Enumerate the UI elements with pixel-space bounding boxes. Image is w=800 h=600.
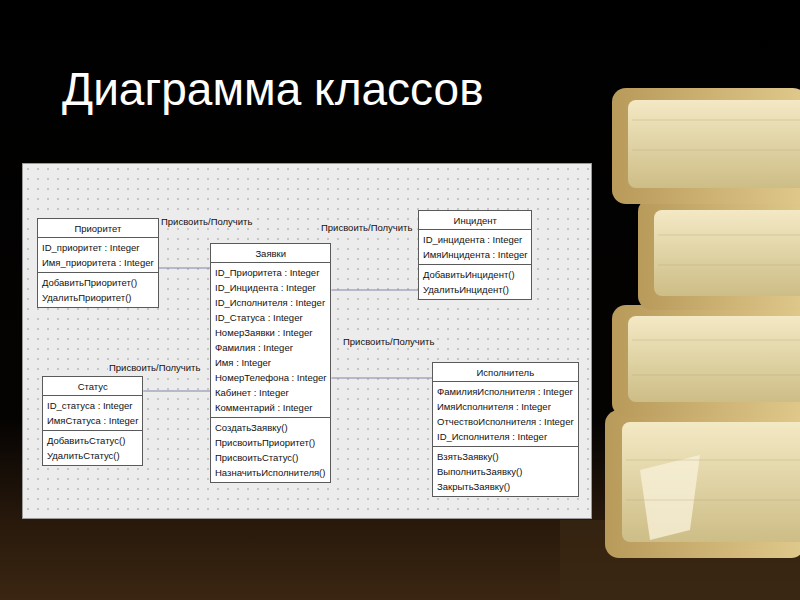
class-box: СтатусID_статуса : IntegerИмяСтатуса : I… [42, 376, 143, 466]
class-member: УдалитьПриоритет() [42, 290, 154, 305]
class-member: ID_приоритет : Integer [42, 240, 154, 255]
class-member: ИмяИсполнителя : Integer [437, 399, 574, 414]
slide-title: Диаграмма классов [62, 62, 484, 116]
class-member: Кабинет : Integer [215, 385, 326, 400]
class-member: ВзятьЗаявку() [437, 449, 574, 464]
class-compartment: ID_Приоритета : IntegerID_Инцидента : In… [211, 262, 330, 417]
class-member: ИмяСтатуса : Integer [47, 413, 138, 428]
class-member: Комментарий : Integer [215, 400, 326, 415]
class-compartment: ФамилияИсполнителя : IntegerИмяИсполните… [433, 381, 578, 446]
class-compartment: СоздатьЗаявку()ПрисвоитьПриоритет()Присв… [211, 417, 330, 482]
class-member: НомерТелефона : Integer [215, 370, 326, 385]
class-member: ID_статуса : Integer [47, 398, 138, 413]
class-member: ID_Исполнителя : Integer [215, 295, 326, 310]
class-compartment: ID_приоритет : IntegerИмя_приоритета : I… [38, 237, 158, 272]
class-header: Исполнитель [433, 363, 578, 381]
class-member: Фамилия : Integer [215, 340, 326, 355]
class-box: ИнцидентID_инцидента : IntegerИмяИнциден… [418, 210, 532, 300]
class-member: УдалитьСтатус() [47, 448, 138, 463]
class-header: Заявки [211, 244, 330, 262]
edge-label: Присвоить/Получить [108, 362, 201, 374]
class-name: Приоритет [44, 221, 152, 236]
class-name: Статус [49, 379, 136, 394]
class-member: УдалитьИнцидент() [423, 282, 527, 297]
class-member: ИмяИнцидента : Integer [423, 247, 527, 262]
association-line [331, 378, 432, 379]
class-compartment: ДобавитьИнцидент()УдалитьИнцидент() [419, 264, 531, 299]
class-member: ID_Приоритета : Integer [215, 265, 326, 280]
class-member: ДобавитьПриоритет() [42, 275, 154, 290]
edge-label: Присвоить/Получить [320, 222, 413, 234]
class-box: ИсполнительФамилияИсполнителя : IntegerИ… [432, 362, 579, 497]
class-member: Имя_приоритета : Integer [42, 255, 154, 270]
class-member: ID_инцидента : Integer [423, 232, 527, 247]
class-member: ДобавитьИнцидент() [423, 267, 527, 282]
class-name: Заявки [217, 246, 324, 261]
class-box: ЗаявкиID_Приоритета : IntegerID_Инцидент… [210, 243, 331, 483]
association-line [331, 290, 418, 291]
class-member: ID_Исполнителя : Integer [437, 429, 574, 444]
class-name: Исполнитель [439, 365, 572, 380]
association-line [143, 391, 210, 392]
class-compartment: ID_статуса : IntegerИмяСтатуса : Integer [43, 395, 142, 430]
class-box: ПриоритетID_приоритет : IntegerИмя_приор… [37, 218, 159, 308]
class-member: ОтчествоИсполнителя : Integer [437, 414, 574, 429]
class-member: ЗакрытьЗаявку() [437, 479, 574, 494]
edge-label: Присвоить/Получить [160, 216, 253, 228]
class-header: Инцидент [419, 211, 531, 229]
class-member: СоздатьЗаявку() [215, 420, 326, 435]
class-member: НазначитьИсполнителя() [215, 465, 326, 480]
class-header: Приоритет [38, 219, 158, 237]
class-member: ВыполнитьЗаявку() [437, 464, 574, 479]
class-compartment: ВзятьЗаявку()ВыполнитьЗаявку()ЗакрытьЗая… [433, 446, 578, 496]
class-member: ID_Инцидента : Integer [215, 280, 326, 295]
class-compartment: ID_инцидента : IntegerИмяИнцидента : Int… [419, 229, 531, 264]
association-line [159, 268, 210, 269]
class-member: ID_Статуса : Integer [215, 310, 326, 325]
class-member: Имя : Integer [215, 355, 326, 370]
edge-label: Присвоить/Получить [342, 336, 435, 348]
class-member: ПрисвоитьСтатус() [215, 450, 326, 465]
class-name: Инцидент [425, 213, 525, 228]
class-member: ФамилияИсполнителя : Integer [437, 384, 574, 399]
class-member: ПрисвоитьПриоритет() [215, 435, 326, 450]
class-compartment: ДобавитьСтатус()УдалитьСтатус() [43, 430, 142, 465]
class-member: ДобавитьСтатус() [47, 433, 138, 448]
class-member: НомерЗаявки : Integer [215, 325, 326, 340]
class-compartment: ДобавитьПриоритет()УдалитьПриоритет() [38, 272, 158, 307]
class-header: Статус [43, 377, 142, 395]
